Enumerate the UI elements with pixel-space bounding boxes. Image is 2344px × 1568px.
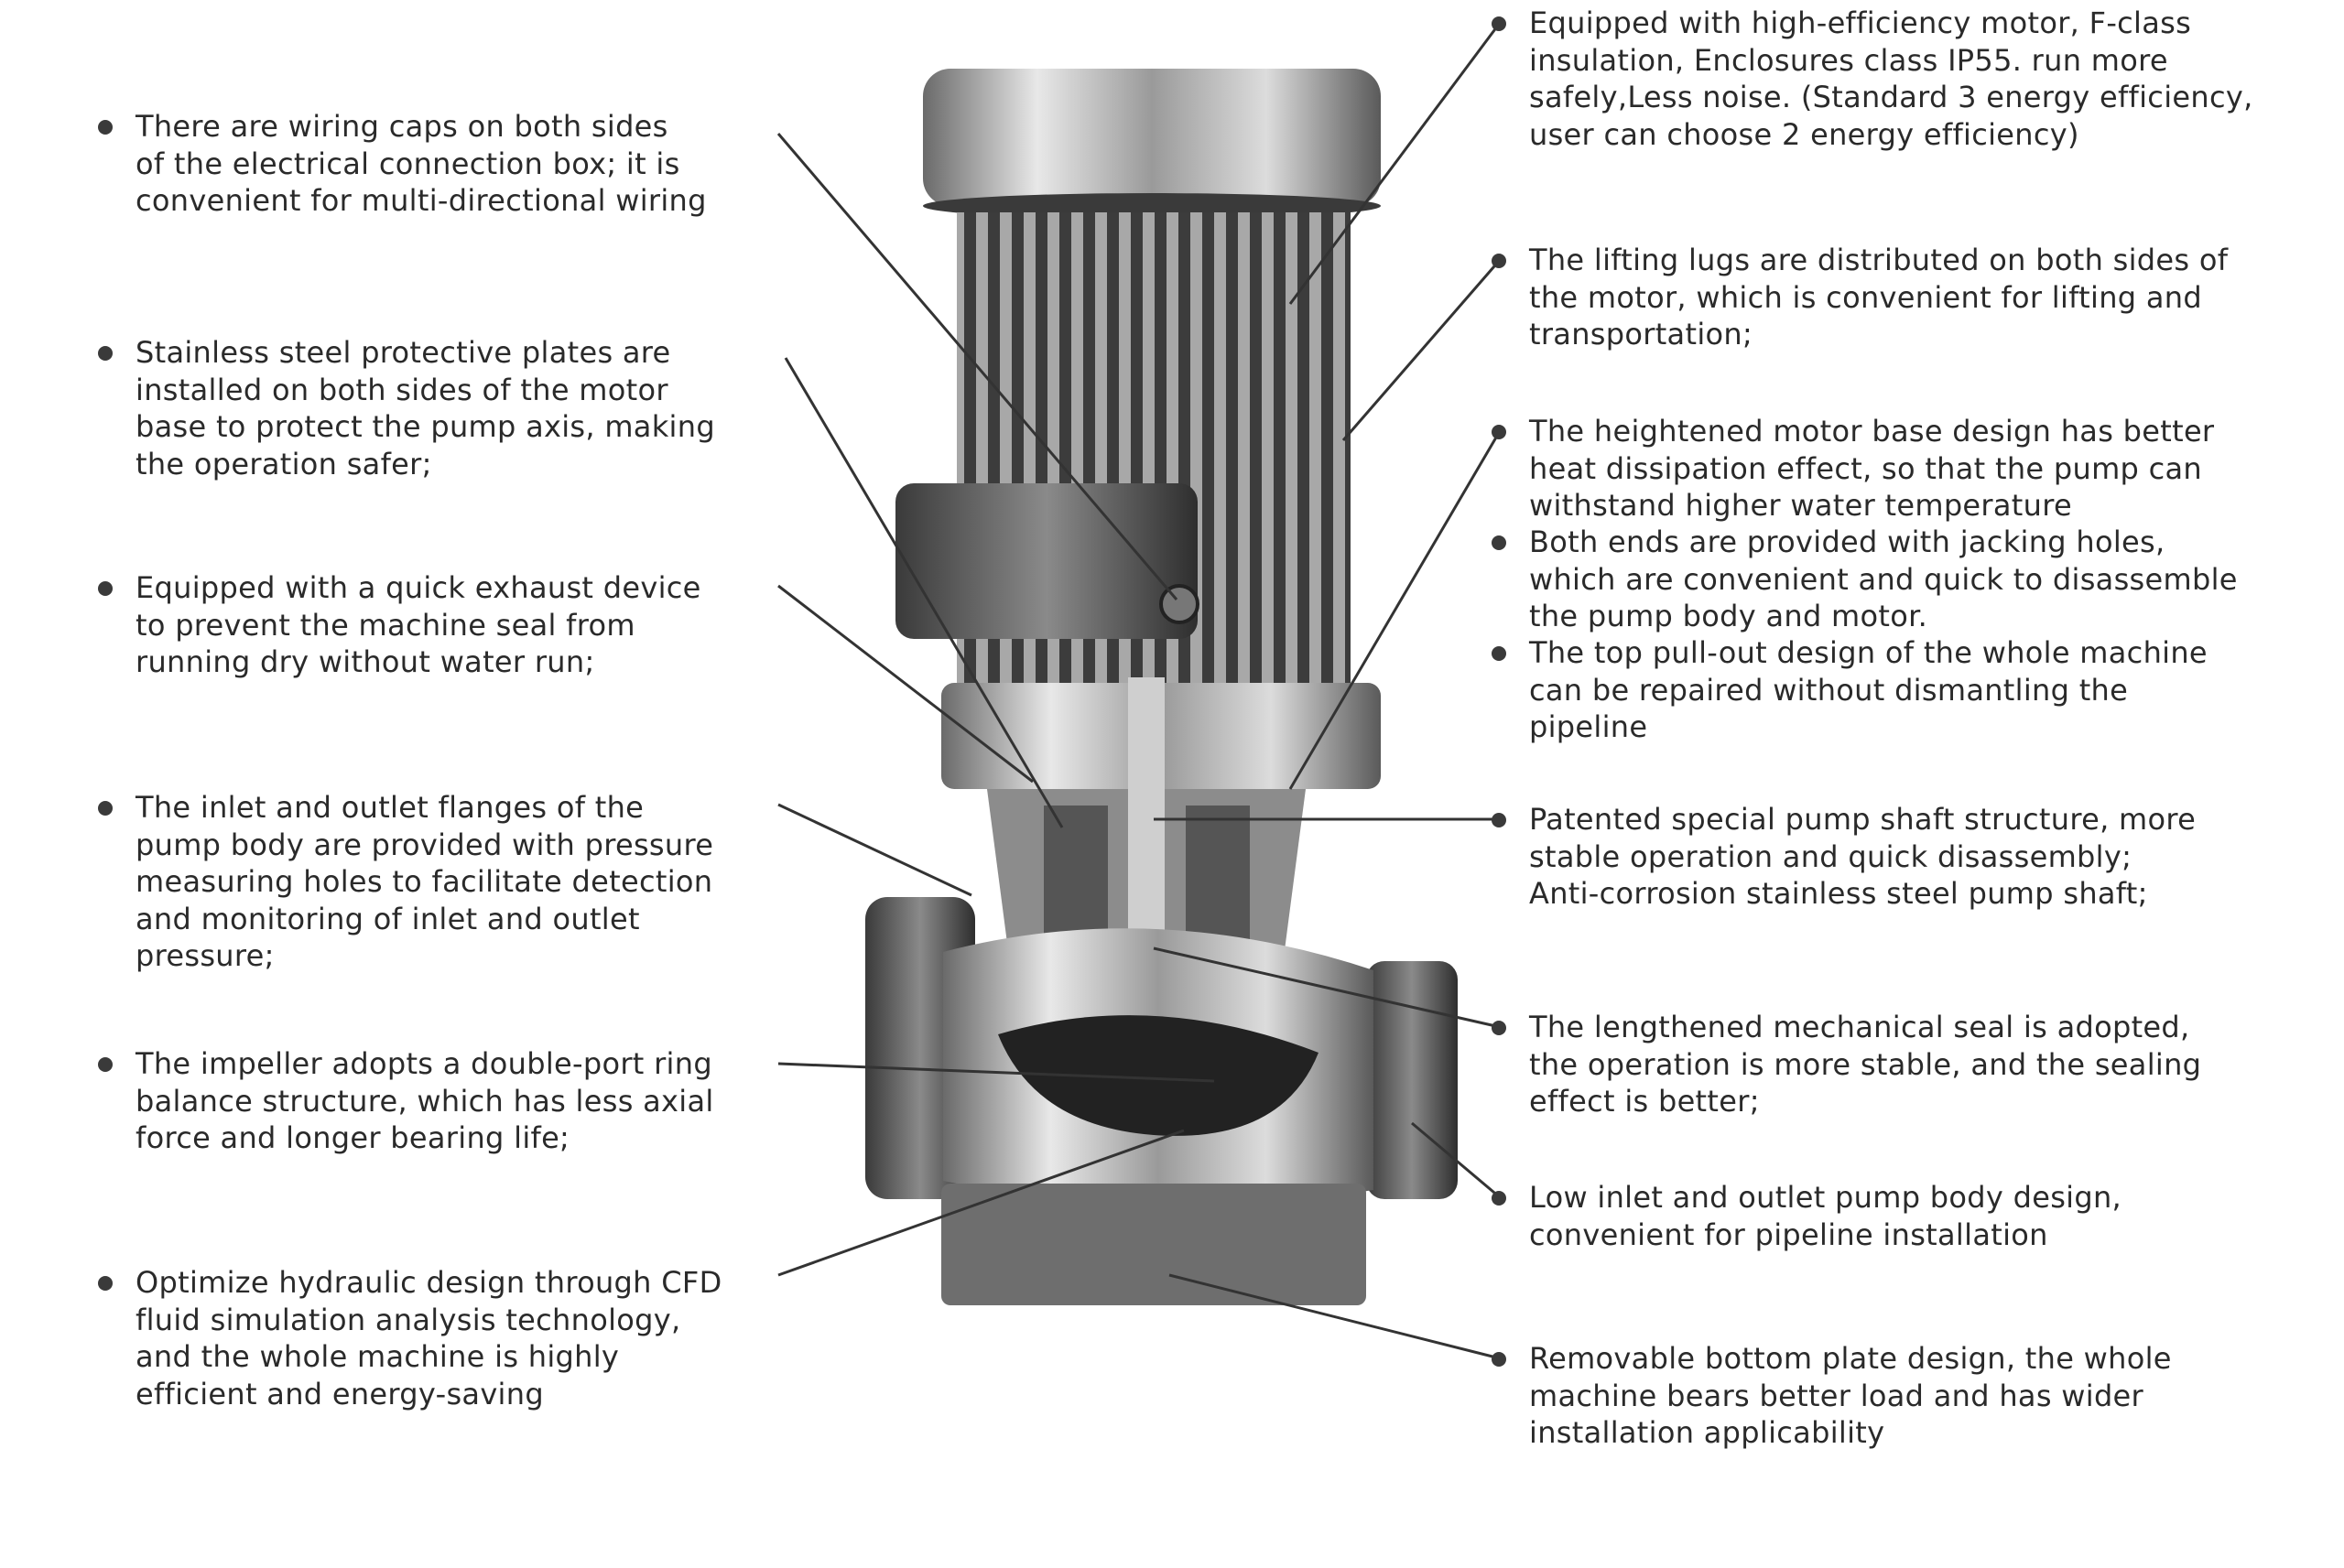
pump-bracket-cutaway [987,677,1306,971]
feature-text: base to protect the pump axis, making [136,409,715,444]
feature-pump-shaft: Patented special pump shaft structure, m… [1492,801,2280,913]
feature-text: the operation safer; [136,446,432,481]
motor-fan-cover [923,69,1381,219]
feature-text: efficient and energy-saving [136,1376,544,1411]
feature-text: user can choose 2 energy efficiency) [1529,116,2079,152]
feature-text: installation applicability [1529,1415,1885,1450]
bullet-icon [1492,1191,1506,1206]
feature-text: Equipped with high-efficiency motor, F-c… [1529,5,2192,40]
feature-text: transportation; [1529,317,1753,351]
feature-text: pipeline [1529,709,1648,744]
feature-text: The inlet and outlet flanges of the [136,790,645,825]
bullet-icon [98,120,113,135]
bullet-icon [98,346,113,361]
feature-text: and the whole machine is highly [136,1339,620,1374]
bullet-icon [1492,16,1506,31]
feature-text: measuring holes to facilitate detection [136,864,713,899]
feature-text: the motor, which is convenient for lifti… [1529,279,2202,315]
bullet-icon [1492,1352,1506,1367]
feature-text: running dry without water run; [136,644,595,679]
feature-text: safely,Less noise. (Standard 3 energy ef… [1529,80,2253,114]
bullet-icon [1492,535,1506,550]
feature-text: of the electrical connection box; it is [136,146,680,181]
feature-text: heat dissipation effect, so that the pum… [1529,450,2203,486]
feature-text: convenient for pipeline installation [1529,1217,2048,1252]
feature-text: insulation, Enclosures class IP55. run m… [1529,42,2168,78]
bullet-icon [98,581,113,596]
bullet-icon [98,1057,113,1072]
feature-text: installed on both sides of the motor [136,372,668,407]
feature-text: Stainless steel protective plates are [136,335,671,370]
feature-top-pull-out: The top pull-out design of the whole mac… [1492,634,2280,746]
feature-text: pressure; [136,938,275,973]
feature-text: fluid simulation analysis technology, [136,1302,681,1337]
bullet-icon [98,801,113,816]
feature-text: the operation is more stable, and the se… [1529,1046,2202,1082]
feature-text: convenient for multi-directional wiring [136,183,707,218]
feature-text: Low inlet and outlet pump body design, [1529,1180,2122,1215]
feature-text: to prevent the machine seal from [136,607,635,643]
bullet-icon [1492,425,1506,439]
feature-bottom-plate: Removable bottom plate design, the whole… [1492,1340,2280,1452]
feature-text: Anti-corrosion stainless steel pump shaf… [1529,876,2148,911]
bullet-icon [1492,1021,1506,1035]
feature-text: which are convenient and quick to disass… [1529,561,2238,597]
bullet-icon [1492,646,1506,661]
leader-lines [776,22,1502,1360]
feature-text: pump body are provided with pressure [136,827,714,862]
feature-text: can be repaired without dismantling the [1529,672,2129,708]
bottom-plate [941,1184,1366,1305]
bullet-icon [98,1276,113,1291]
feature-text: and monitoring of inlet and outlet [136,901,640,936]
feature-text: balance structure, which has less axial [136,1083,714,1119]
feature-text: Patented special pump shaft structure, m… [1529,802,2197,837]
feature-text: The lengthened mechanical seal is adopte… [1529,1010,2190,1044]
feature-text: The impeller adopts a double-port ring [136,1046,712,1081]
feature-text: the pump body and motor. [1529,599,1928,633]
feature-motor: Equipped with high-efficiency motor, F-c… [1492,5,2280,153]
feature-text: The top pull-out design of the whole mac… [1529,635,2208,670]
feature-text: force and longer bearing life; [136,1120,570,1155]
bullet-icon [1492,813,1506,827]
feature-text: Equipped with a quick exhaust device [136,570,701,605]
feature-text: There are wiring caps on both sides [136,109,668,144]
bullet-icon [1492,254,1506,268]
feature-text: Removable bottom plate design, the whole [1529,1341,2172,1376]
feature-jacking-holes: Both ends are provided with jacking hole… [1492,524,2280,635]
feature-text: machine bears better load and has wider [1529,1378,2143,1413]
feature-text: Optimize hydraulic design through CFD [136,1265,722,1300]
pump-volute [865,897,1458,1206]
feature-text: The lifting lugs are distributed on both… [1529,243,2229,277]
feature-text: effect is better; [1529,1084,1760,1119]
feature-mechanical-seal: The lengthened mechanical seal is adopte… [1492,1009,2280,1120]
junction-box [895,483,1199,639]
feature-text: Both ends are provided with jacking hole… [1529,524,2165,559]
feature-low-inlet-outlet: Low inlet and outlet pump body design,co… [1492,1179,2280,1253]
feature-motor-base: The heightened motor base design has bet… [1492,413,2280,524]
feature-text: The heightened motor base design has bet… [1529,414,2215,449]
feature-lifting-lugs: The lifting lugs are distributed on both… [1492,242,2280,353]
feature-text: withstand higher water temperature [1529,488,2072,523]
feature-text: stable operation and quick disassembly; [1529,838,2132,874]
